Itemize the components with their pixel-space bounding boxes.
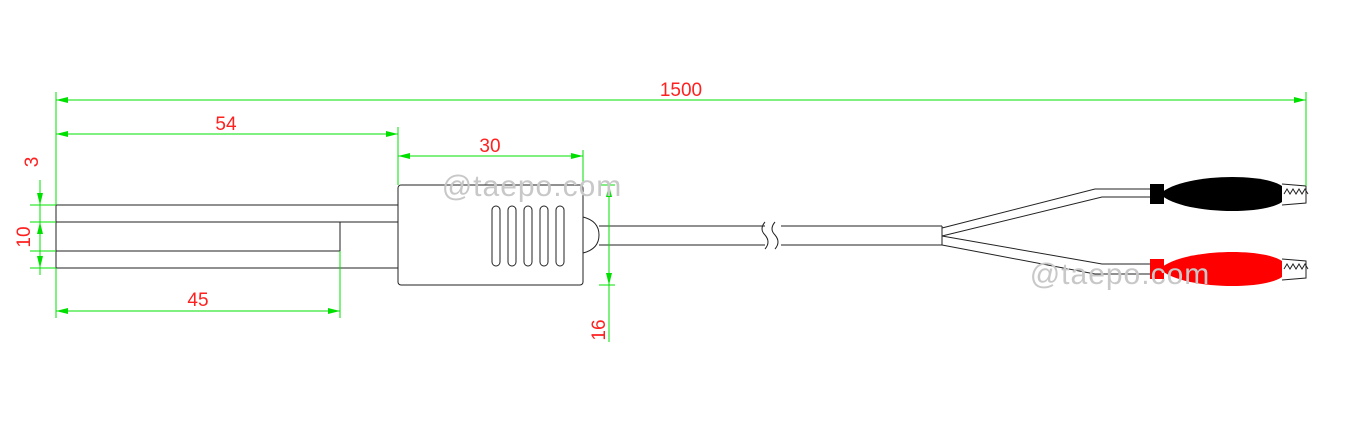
red-alligator-clip: [1150, 251, 1309, 287]
total-length-label: 1500: [660, 80, 702, 101]
cable-break-symbol: [761, 221, 779, 250]
watermark-2: @taepo.com: [1030, 258, 1211, 291]
wire-to-black-clip: [941, 188, 1150, 237]
watermark-1: @taepo.com: [442, 170, 623, 203]
cable: [599, 225, 943, 246]
handle: [397, 184, 584, 286]
prong-width-label: 3: [22, 157, 43, 168]
fork-tip: [55, 204, 398, 269]
wire-to-red-clip: [941, 235, 1150, 275]
probe-body: [55, 184, 1150, 286]
handle-cap: [582, 216, 600, 254]
grip-grooves: [491, 205, 565, 267]
handle-height-label: 16: [589, 319, 610, 340]
fork-length-label: 54: [215, 114, 237, 135]
handle-length-label: 30: [479, 136, 500, 157]
black-alligator-clip: [1150, 176, 1309, 212]
fork-height-label: 10: [14, 226, 35, 247]
dimension-arrows: [37, 97, 1306, 314]
slot-depth-label: 45: [187, 290, 208, 311]
dimension-lines: [30, 92, 1307, 342]
